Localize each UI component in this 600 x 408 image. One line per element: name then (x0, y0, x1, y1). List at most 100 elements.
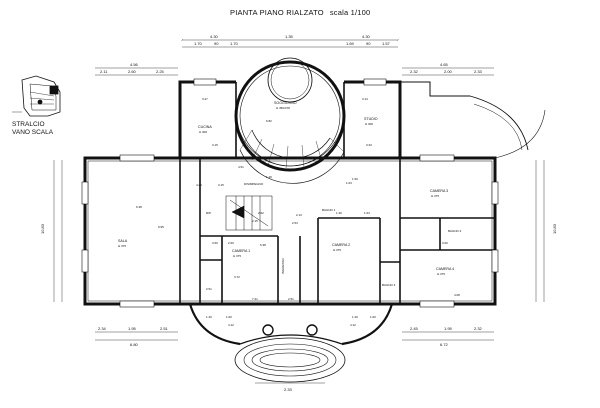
interior-dim-18: 2.13 (296, 213, 302, 217)
dimension-lines (53, 40, 545, 384)
room-name-ripostiglio: RIP. (206, 211, 212, 215)
dim-top-2: 1.70 (194, 41, 203, 46)
dim-bottom-left-2: 1.95 (128, 326, 137, 331)
room-sub-camera-1: H 375 (233, 254, 241, 258)
scale-text: scala 1/100 (329, 8, 371, 17)
interior-dim-16: 1.63 (364, 211, 370, 215)
dim-bottom-left-total: 6.80 (130, 342, 139, 347)
dim-top-5: 1.35 (285, 34, 294, 39)
interior-dim-9: 4.08 (454, 293, 460, 297)
dim-top-4: 1.70 (230, 41, 239, 46)
interior-walls (179, 82, 495, 304)
interior-dim-4: 3.15 (218, 183, 224, 187)
dimension-labels: 4.30 1.70 90 1.70 1.35 4.30 1.69 90 1.57… (40, 34, 557, 392)
room-sub-camera-4: H 375 (437, 272, 445, 276)
room-name-ingresso: INGRESSO (281, 257, 285, 274)
interior-dim-21: 2.51 (206, 287, 212, 291)
inset-caption-line-1: STRALCIO (12, 121, 45, 128)
dim-bottom-right-3: 2.32 (474, 326, 483, 331)
interior-dim-23: 2.51 (288, 297, 294, 301)
room-sub-studio: H 300 (365, 122, 373, 126)
dim-top-1: 4.30 (210, 34, 219, 39)
room-sub-camera-2: H 375 (333, 248, 341, 252)
side-terrace (400, 81, 546, 159)
interior-dim-29: 4.12 (350, 323, 356, 327)
inset-caption-line-2: VANO SCALA (12, 129, 54, 136)
interior-dim-17: 2.53 (292, 221, 298, 225)
room-name-cucina: CUCINA (198, 125, 212, 129)
interior-dim-28: 1.60 (370, 315, 376, 319)
interior-dim-20: 3.72 (234, 275, 240, 279)
interior-dim-6: 3.60 (212, 241, 218, 245)
room-name-camera-3: CAMERA 3 (430, 189, 448, 193)
interior-dim-14: 1.63 (346, 181, 352, 185)
room-name-sala: SALA (118, 239, 128, 243)
dim-bottom-right-1: 2.45 (410, 326, 419, 331)
dim-top-right-3: 2.33 (474, 69, 483, 74)
spiral-stair-treads (239, 129, 345, 169)
interior-dimension-labels: 6.38 9.95 4.51 3.15 2.60 3.60 5.38 3.60 4.08 2.15… (136, 97, 460, 327)
dim-top-left-2: 2.60 (128, 69, 137, 74)
dim-top-6: 4.30 (362, 34, 371, 39)
room-name-studio: STUDIO (364, 117, 378, 121)
interior-dim-10: 2.15 (252, 219, 258, 223)
interior-dim-8: 3.60 (442, 241, 448, 245)
interior-dim-12: 2.62 (258, 211, 264, 215)
interior-dim-26: 4.12 (228, 323, 234, 327)
interior-dim-7: 5.38 (260, 243, 266, 247)
room-sub-camera-3: H 375 (431, 194, 439, 198)
room-name-camera-2: CAMERA 2 (332, 243, 350, 247)
dim-top-left-3: 2.25 (156, 69, 165, 74)
interior-dim-34: 3.33 (366, 143, 372, 147)
interior-dim-31: 3.27 (202, 97, 208, 101)
interior-dim-22: 7.21 (252, 297, 258, 301)
interior-dim-11: 1.49 (266, 175, 272, 179)
dim-top-right-1: 2.32 (410, 69, 419, 74)
round-living-room (234, 57, 346, 184)
room-name-bagno-3: BAGNO 3 (382, 283, 396, 287)
inset-stair-plan (12, 75, 61, 117)
dim-top-9: 1.57 (382, 41, 391, 46)
room-name-disimpegno: DISIMPEGNO (244, 182, 264, 186)
interior-dim-3: 4.51 (238, 165, 244, 169)
dim-top-8: 90 (366, 41, 371, 46)
dim-bottom-left-3: 2.51 (160, 326, 169, 331)
interior-dim-30: 6.82 (266, 119, 272, 123)
dim-bottom-right-2: 1.95 (444, 326, 453, 331)
room-name-soggiorno: SOGGIORNO (274, 101, 297, 105)
inset-caption: STRALCIO VANO SCALA (12, 121, 53, 137)
room-name-bagno-2: BAGNO 2 (448, 229, 462, 233)
dim-top-7: 1.69 (346, 41, 355, 46)
interior-dim-25: 1.60 (226, 315, 232, 319)
interior-dim-2: 9.95 (158, 225, 164, 229)
interior-dim-32: 3.14 (362, 97, 368, 101)
interior-dim-33: 3.15 (212, 143, 218, 147)
dim-bottom-right-total: 6.72 (440, 342, 449, 347)
drawing-title: PIANTA PIANO RIALZATO scala 1/100 (230, 8, 370, 17)
interior-dim-24: 1.40 (206, 315, 212, 319)
dim-left-total: 10.83 (40, 223, 45, 234)
inner-stair (225, 195, 273, 231)
room-name-camera-4: CAMERA 4 (436, 267, 454, 271)
windows (81, 78, 499, 308)
title-text: PIANTA PIANO RIALZATO (230, 8, 324, 17)
dim-top-left-total: 4.56 (130, 62, 139, 67)
dim-top-3: 90 (214, 41, 219, 46)
room-labels: SOGGIORNO H 450/478 CUCINA H 300 STUDIO … (118, 101, 462, 287)
interior-dim-13: 1.30 (336, 211, 342, 215)
dim-top-left-1: 2.11 (100, 69, 108, 74)
dim-top-right-2: 2.00 (444, 69, 453, 74)
room-name-camera-1: CAMERA 1 (232, 249, 250, 253)
room-sub-soggiorno: H 450/478 (276, 106, 290, 110)
dim-right-total: 10.83 (552, 223, 557, 234)
interior-dim-19: 4.20 (196, 183, 202, 187)
interior-dim-5: 2.60 (228, 241, 234, 245)
interior-dim-1: 6.38 (136, 205, 142, 209)
interior-dim-27: 1.40 (352, 315, 358, 319)
outer-walls (83, 80, 497, 306)
room-sub-sala: H 375 (118, 244, 126, 248)
dim-bottom-center: 2.33 (284, 387, 293, 392)
dim-bottom-left-1: 2.34 (98, 326, 107, 331)
room-name-bagno-1: BAGNO 1 (322, 208, 336, 212)
